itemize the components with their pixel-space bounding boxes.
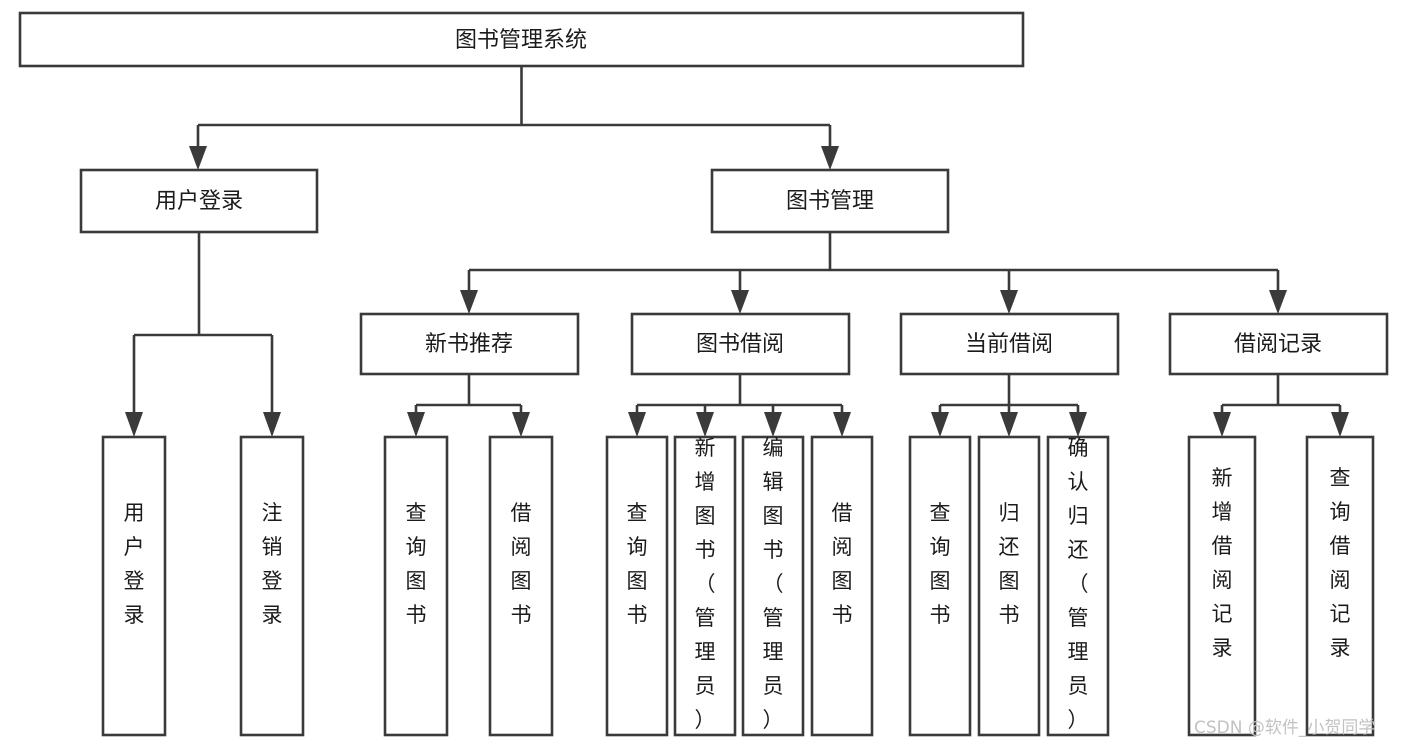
arrow-head-icon	[189, 146, 207, 170]
node-borrow-records-box[interactable]	[1168, 312, 1389, 376]
connector-group-book-mgmt	[460, 232, 1287, 314]
connector-group-new-book	[407, 374, 530, 437]
node-borrow-records[interactable]: 借阅记录	[1168, 312, 1389, 376]
connector-group-root	[189, 66, 839, 170]
node-book-management-label: 图书管理	[786, 189, 874, 214]
node-book-borrow-box[interactable]	[630, 312, 851, 376]
connector-group-current-borrow	[931, 374, 1087, 437]
node-user-login-box[interactable]	[79, 168, 319, 234]
leaf-label: 查询图书	[406, 501, 427, 627]
arrow-head-icon	[125, 412, 143, 437]
node-root-book-management-system[interactable]: 图书管理系统	[18, 11, 1025, 68]
leaf-box[interactable]	[383, 435, 449, 737]
node-user-login-label: 用户登录	[155, 189, 243, 214]
leaf-box[interactable]	[1187, 435, 1257, 737]
leaf-label: 确认归还（管理员）	[1068, 436, 1089, 732]
arrow-head-icon	[1000, 290, 1018, 314]
arrow-head-icon	[764, 412, 782, 437]
arrow-head-icon	[1269, 290, 1287, 314]
watermark-label: CSDN @软件_小贺同学	[1194, 718, 1375, 738]
leaf-label: 用户登录	[124, 501, 145, 627]
connector-group-borrow-records	[1213, 374, 1349, 437]
arrow-head-icon	[407, 412, 425, 437]
connector-group-user-login	[125, 232, 281, 437]
leaf-node[interactable]: 注销登录	[239, 435, 305, 737]
arrow-head-icon	[1213, 412, 1231, 437]
arrow-head-icon	[833, 412, 851, 437]
connector-group-book-borrow	[628, 374, 851, 437]
leaf-label: 查询图书	[627, 501, 648, 627]
leaf-node[interactable]: 查询图书	[383, 435, 449, 737]
leaf-box[interactable]	[908, 435, 972, 737]
leaf-node[interactable]: 查询借阅记录	[1305, 435, 1375, 737]
arrow-head-icon	[1069, 412, 1087, 437]
arrow-head-icon	[263, 412, 281, 437]
node-root-label: 图书管理系统	[455, 28, 587, 53]
node-book-management-box[interactable]	[710, 168, 950, 234]
leaf-node[interactable]: 编辑图书（管理员）	[741, 435, 805, 737]
leaf-node[interactable]: 借阅图书	[488, 435, 554, 737]
leaf-node[interactable]: 用户登录	[101, 435, 167, 737]
node-current-borrow-label: 当前借阅	[965, 332, 1053, 357]
leaf-label: 归还图书	[999, 501, 1020, 627]
leaf-node[interactable]: 借阅图书	[810, 435, 874, 737]
node-new-book-recommend-label: 新书推荐	[425, 332, 513, 357]
node-book-borrow[interactable]: 图书借阅	[630, 312, 851, 376]
node-book-management[interactable]: 图书管理	[710, 168, 950, 234]
arrow-head-icon	[1000, 412, 1018, 437]
node-borrow-records-label: 借阅记录	[1234, 332, 1322, 357]
arrow-head-icon	[512, 412, 530, 437]
leaf-label: 新增借阅记录	[1212, 466, 1233, 660]
arrow-head-icon	[731, 290, 749, 314]
node-book-borrow-label: 图书借阅	[696, 332, 784, 357]
node-root-box[interactable]	[18, 11, 1025, 68]
leaf-node[interactable]: 新增图书（管理员）	[673, 435, 737, 737]
leaf-box[interactable]	[239, 435, 305, 737]
leaf-label: 注销登录	[262, 501, 283, 627]
leaf-box[interactable]	[673, 435, 737, 737]
leaf-label: 借阅图书	[832, 501, 853, 627]
leaf-box[interactable]	[810, 435, 874, 737]
leaf-label: 查询借阅记录	[1330, 466, 1351, 660]
node-user-login[interactable]: 用户登录	[79, 168, 319, 234]
leaf-box[interactable]	[1305, 435, 1375, 737]
arrow-head-icon	[821, 146, 839, 170]
leaf-label: 编辑图书（管理员）	[763, 436, 784, 732]
leaf-box[interactable]	[1046, 435, 1110, 737]
arrow-head-icon	[628, 412, 646, 437]
leaf-node[interactable]: 查询图书	[605, 435, 669, 737]
arrow-head-icon	[696, 412, 714, 437]
leaf-label: 新增图书（管理员）	[695, 436, 716, 732]
leaf-node[interactable]: 查询图书	[908, 435, 972, 737]
node-new-book-recommend[interactable]: 新书推荐	[359, 312, 580, 376]
leaf-node[interactable]: 确认归还（管理员）	[1046, 435, 1110, 737]
arrow-head-icon	[931, 412, 949, 437]
leaf-label: 借阅图书	[511, 501, 532, 627]
leaf-node[interactable]: 新增借阅记录	[1187, 435, 1257, 737]
node-current-borrow[interactable]: 当前借阅	[899, 312, 1120, 376]
node-current-borrow-box[interactable]	[899, 312, 1120, 376]
leaf-box[interactable]	[488, 435, 554, 737]
leaf-box[interactable]	[101, 435, 167, 737]
arrow-head-icon	[460, 290, 478, 314]
leaf-label: 查询图书	[930, 501, 951, 627]
leaf-box[interactable]	[977, 435, 1041, 737]
leaf-box[interactable]	[605, 435, 669, 737]
leaf-box[interactable]	[741, 435, 805, 737]
node-new-book-recommend-box[interactable]	[359, 312, 580, 376]
leaf-node[interactable]: 归还图书	[977, 435, 1041, 737]
arrow-head-icon	[1331, 412, 1349, 437]
